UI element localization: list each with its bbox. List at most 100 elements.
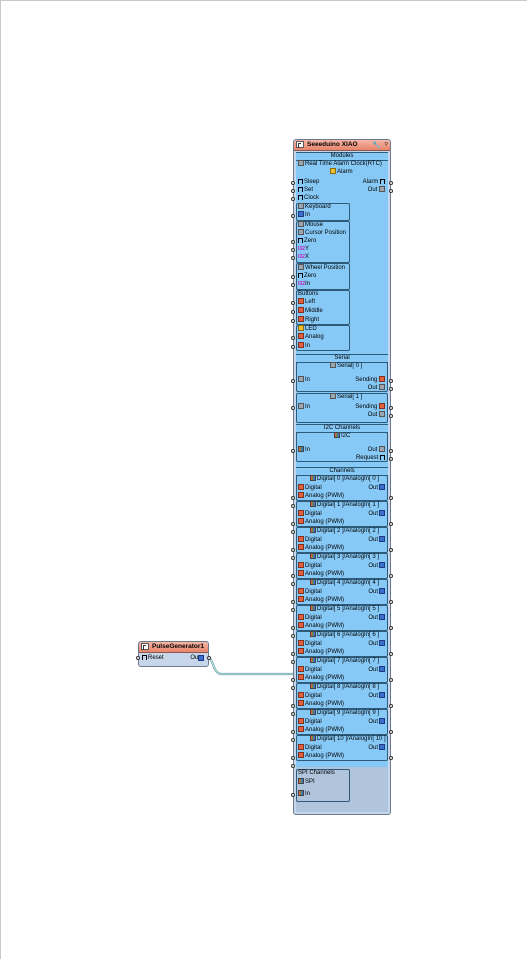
component-header[interactable]: Seeeduino XIAO 🔧 ▿ bbox=[294, 140, 390, 151]
led-input-pin-1[interactable] bbox=[291, 345, 295, 349]
channel-analog-pin[interactable] bbox=[291, 686, 295, 690]
spi-label: SPI bbox=[298, 778, 315, 786]
channel-digital-label: Digital bbox=[298, 484, 322, 492]
channel-digital-pin[interactable] bbox=[291, 548, 295, 552]
component-title: PulseGenerator1 bbox=[152, 643, 205, 650]
channel-out-pin[interactable] bbox=[389, 600, 393, 604]
seeeduino-xiao-component[interactable]: Seeeduino XIAO 🔧 ▿ Modules Real Time Ala… bbox=[291, 139, 393, 815]
out-output-pin[interactable] bbox=[207, 656, 211, 660]
channel-group bbox=[296, 605, 388, 631]
collapse-arrow-icon[interactable]: ▿ bbox=[384, 141, 388, 148]
channel-digital-label: Digital bbox=[298, 640, 322, 648]
channel-digital-label: Digital bbox=[298, 588, 322, 596]
buttons-group bbox=[296, 290, 350, 325]
serial0-in-pin[interactable] bbox=[291, 379, 295, 383]
rtc-output-pin-0[interactable] bbox=[389, 181, 393, 185]
button-input-pin-1[interactable] bbox=[291, 310, 295, 314]
channel-digital-pin[interactable] bbox=[291, 600, 295, 604]
serial1-sending-pin[interactable] bbox=[389, 406, 393, 410]
channel-digital-pin[interactable] bbox=[291, 626, 295, 630]
channel-digital-pin[interactable] bbox=[291, 652, 295, 656]
channel-out-pin[interactable] bbox=[389, 756, 393, 760]
wheel-input-pin-0[interactable] bbox=[291, 275, 295, 279]
channel-analog-pin[interactable] bbox=[291, 530, 295, 534]
button-input-pin-2[interactable] bbox=[291, 319, 295, 323]
channel-out-pin[interactable] bbox=[389, 730, 393, 734]
channel-analog-pin[interactable] bbox=[291, 608, 295, 612]
rtc-input-pin-2[interactable] bbox=[291, 197, 295, 201]
button-input-pin-0[interactable] bbox=[291, 301, 295, 305]
channel-analog-label: Analog (PWM) bbox=[298, 622, 344, 630]
channel-out-pin[interactable] bbox=[389, 496, 393, 500]
channel-out-pin[interactable] bbox=[389, 626, 393, 630]
channel-analog-pin[interactable] bbox=[291, 634, 295, 638]
rtc-input-pin-0[interactable] bbox=[291, 181, 295, 185]
channel-group bbox=[296, 475, 388, 501]
channel-digital-pin[interactable] bbox=[291, 522, 295, 526]
channel-digital-pin[interactable] bbox=[291, 496, 295, 500]
channel-analog-label: Analog (PWM) bbox=[298, 752, 344, 760]
channel-out-pin[interactable] bbox=[389, 678, 393, 682]
channel-group bbox=[296, 553, 388, 579]
channel-digital-pin[interactable] bbox=[291, 704, 295, 708]
channel-title: Digital[ 10 ]/AnalogIn[ 10 ] bbox=[310, 735, 386, 743]
pulse-generator-component[interactable]: PulseGenerator1 Reset Out bbox=[136, 641, 211, 667]
rtc-input-pin-1[interactable] bbox=[291, 189, 295, 193]
serial1-out-label: Out bbox=[368, 411, 386, 419]
channel-out-label: Out bbox=[368, 510, 386, 518]
channel-analog-pin[interactable] bbox=[291, 660, 295, 664]
channel-digital-pin[interactable] bbox=[291, 756, 295, 760]
led-input-pin-0[interactable] bbox=[291, 336, 295, 340]
channel-analog-pin[interactable] bbox=[291, 556, 295, 560]
mouse-input-pin-1[interactable] bbox=[291, 248, 295, 252]
channel-title: Digital[ 9 ]/AnalogIn[ 9 ] bbox=[310, 709, 379, 717]
led-in-label: In bbox=[298, 342, 310, 350]
channel-analog-label: Analog (PWM) bbox=[298, 596, 344, 604]
mouse-group bbox=[296, 221, 350, 263]
mouse-input-pin-0[interactable] bbox=[291, 240, 295, 244]
i2c-request-pin[interactable] bbox=[389, 457, 393, 461]
rtc-label: Real Time Alarm Clock(RTC) bbox=[298, 160, 382, 168]
channel-out-pin[interactable] bbox=[389, 652, 393, 656]
wrench-icon[interactable]: 🔧 bbox=[372, 142, 381, 149]
channel-out-pin[interactable] bbox=[389, 548, 393, 552]
channel-out-label: Out bbox=[368, 666, 386, 674]
i2c-in-pin[interactable] bbox=[291, 449, 295, 453]
serial0-out-pin[interactable] bbox=[389, 387, 393, 391]
keyboard-group bbox=[296, 203, 350, 221]
mouse-input-pin-2[interactable] bbox=[291, 256, 295, 260]
spi-in-pin[interactable] bbox=[291, 793, 295, 797]
serial1-label: Serial[ 1 ] bbox=[330, 393, 362, 401]
channel-analog-pin[interactable] bbox=[291, 582, 295, 586]
channel-analog-pin[interactable] bbox=[291, 764, 295, 768]
button-right-label: Right bbox=[298, 316, 319, 324]
wheel-group bbox=[296, 263, 350, 290]
alarm-label: Alarm bbox=[330, 168, 353, 176]
rtc-output-pin-1[interactable] bbox=[389, 189, 393, 193]
serial1-out-pin[interactable] bbox=[389, 414, 393, 418]
channel-digital-pin[interactable] bbox=[291, 678, 295, 682]
i2c-out-pin[interactable] bbox=[389, 449, 393, 453]
channel-analog-pin[interactable] bbox=[291, 712, 295, 716]
channel-title: Digital[ 0 ]/AnalogIn[ 0 ] bbox=[310, 475, 379, 483]
channel-out-pin[interactable] bbox=[389, 574, 393, 578]
channel-analog-pin[interactable] bbox=[291, 504, 295, 508]
reset-input-pin[interactable] bbox=[136, 656, 140, 660]
channel-digital-label: Digital bbox=[298, 562, 322, 570]
keyboard-in-pin[interactable] bbox=[291, 214, 295, 218]
serial1-in-pin[interactable] bbox=[291, 406, 295, 410]
channel-digital-label: Digital bbox=[298, 510, 322, 518]
serial0-sending-pin[interactable] bbox=[389, 379, 393, 383]
channel-digital-pin[interactable] bbox=[291, 730, 295, 734]
serial0-group bbox=[296, 362, 388, 392]
channel-out-label: Out bbox=[368, 614, 386, 622]
component-header[interactable]: PulseGenerator1 bbox=[139, 642, 208, 653]
channel-out-label: Out bbox=[368, 744, 386, 752]
channel-digital-label: Digital bbox=[298, 718, 322, 726]
spi-channels-label: SPI Channels bbox=[298, 770, 335, 776]
channel-out-pin[interactable] bbox=[389, 522, 393, 526]
channel-digital-pin[interactable] bbox=[291, 574, 295, 578]
wheel-input-pin-1[interactable] bbox=[291, 283, 295, 287]
channel-out-pin[interactable] bbox=[389, 704, 393, 708]
channel-analog-pin[interactable] bbox=[291, 738, 295, 742]
